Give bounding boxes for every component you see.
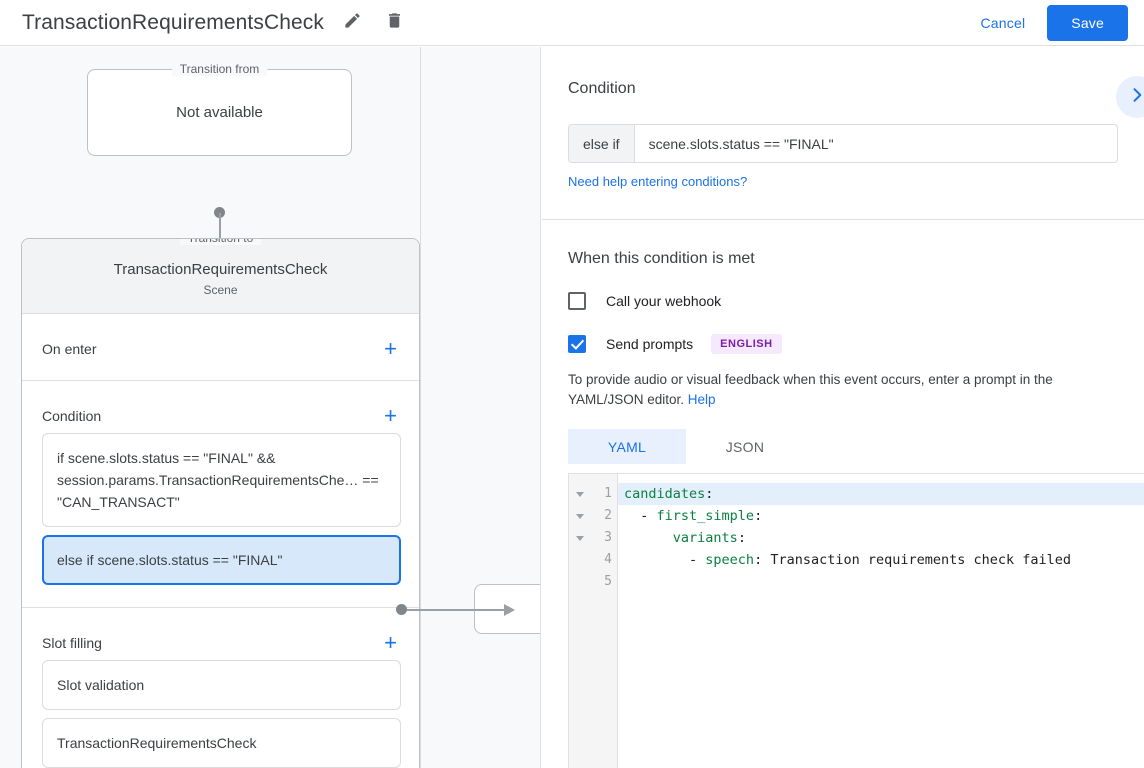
tab-json[interactable]: JSON xyxy=(725,438,765,455)
outgoing-connector-line xyxy=(405,609,510,611)
code-line[interactable]: - speech: Transaction requirements check… xyxy=(624,552,1072,568)
caret-down-icon xyxy=(576,513,584,519)
section-slot-filling: Slot filling + Slot validation Transacti… xyxy=(22,608,419,768)
transition-from-legend: Transition from xyxy=(171,62,268,76)
section-slot-filling-title: Slot filling xyxy=(42,634,102,651)
trash-icon xyxy=(385,11,404,35)
save-button[interactable]: Save xyxy=(1047,4,1128,41)
app-header: TransactionRequirementsCheck Cancel Save xyxy=(0,0,1144,46)
fold-toggle-icon[interactable] xyxy=(569,483,591,505)
connector-dot xyxy=(214,207,225,218)
section-on-enter-title: On enter xyxy=(42,340,97,357)
webhook-checkbox-row[interactable]: Call your webhook xyxy=(568,292,1118,310)
condition-prefix-label: else if xyxy=(569,125,635,162)
details-panel: Condition else if scene.slots.status == … xyxy=(542,47,1144,768)
condition-input-row: else if scene.slots.status == "FINAL" xyxy=(568,124,1118,163)
editor-tabs: YAML JSON xyxy=(568,429,1118,464)
section-condition: Condition + if scene.slots.status == "FI… xyxy=(22,381,419,608)
cancel-button[interactable]: Cancel xyxy=(969,7,1038,39)
page-title: TransactionRequirementsCheck xyxy=(22,10,324,34)
code-value: : Transaction requirements check failed xyxy=(754,552,1072,568)
code-key: candidates xyxy=(624,486,706,502)
code-key: variants xyxy=(672,530,738,546)
transition-to-scene-card: Transition to TransactionRequirementsChe… xyxy=(21,238,420,768)
prompt-help-link[interactable]: Help xyxy=(687,392,716,407)
code-line[interactable]: - first_simple: xyxy=(624,508,763,524)
panel-condition-section: Condition else if scene.slots.status == … xyxy=(542,47,1144,220)
yaml-code-editor[interactable]: 1 2 3 4 5 candidates: - first_simple: varian… xyxy=(568,473,1144,768)
line-number: 5 xyxy=(604,574,612,589)
code-content-area[interactable]: candidates: - first_simple: variants: - … xyxy=(618,474,1144,768)
section-condition-header: Condition + xyxy=(22,381,419,433)
code-value: : xyxy=(705,486,714,502)
expand-panel-button[interactable] xyxy=(1116,76,1144,118)
caret-down-icon xyxy=(576,491,584,497)
line-number: 4 xyxy=(604,552,612,567)
connector-line xyxy=(219,213,221,251)
code-line[interactable]: candidates: xyxy=(618,483,1144,505)
delete-button[interactable] xyxy=(380,9,408,37)
caret-down-icon xyxy=(576,535,584,541)
section-on-enter: On enter + xyxy=(22,314,419,381)
condition-item-selected[interactable]: else if scene.slots.status == "FINAL" xyxy=(42,535,401,585)
flow-canvas[interactable]: Transition from Not available Transition… xyxy=(0,47,541,768)
section-condition-title: Condition xyxy=(42,407,102,424)
slot-filling-item[interactable]: TransactionRequirementsCheck xyxy=(42,718,401,768)
line-number-gutter: 1 2 3 4 5 xyxy=(591,474,618,768)
pencil-icon xyxy=(343,11,362,35)
code-line[interactable] xyxy=(618,571,1144,593)
transition-from-value: Not available xyxy=(176,104,263,121)
panel-when-met-section: When this condition is met Call your web… xyxy=(542,220,1144,464)
code-value: : xyxy=(754,508,763,524)
transition-to-legend: Transition to xyxy=(179,239,262,245)
scene-card-header[interactable]: Transition to TransactionRequirementsChe… xyxy=(22,239,419,314)
section-on-enter-header: On enter + xyxy=(22,314,419,366)
webhook-label: Call your webhook xyxy=(606,293,722,309)
line-number: 1 xyxy=(604,486,612,501)
add-slot-filling-button[interactable]: + xyxy=(384,629,397,655)
fold-gutter xyxy=(569,474,591,768)
send-prompts-label: Send prompts xyxy=(606,336,694,352)
fold-toggle-icon[interactable] xyxy=(569,505,591,527)
prompt-description: To provide audio or visual feedback when… xyxy=(568,370,1118,410)
code-key: first_simple xyxy=(656,508,755,524)
send-prompts-checkbox-row[interactable]: Send prompts ENGLISH xyxy=(568,334,1118,354)
code-value: : xyxy=(737,530,746,546)
panel-condition-heading: Condition xyxy=(568,80,636,97)
fold-toggle-icon[interactable] xyxy=(569,527,591,549)
language-badge: ENGLISH xyxy=(711,334,782,354)
chevron-right-icon xyxy=(1127,85,1144,110)
add-condition-button[interactable]: + xyxy=(384,402,397,428)
code-key: speech xyxy=(705,552,755,568)
scene-subtitle: Scene xyxy=(203,283,238,297)
condition-expression-input[interactable]: scene.slots.status == "FINAL" xyxy=(648,135,834,152)
outgoing-connector-arrowhead xyxy=(504,604,515,616)
prompt-description-text: To provide audio or visual feedback when… xyxy=(568,372,1053,407)
line-number: 3 xyxy=(604,530,612,545)
send-prompts-checkbox[interactable] xyxy=(568,335,586,353)
transition-from-node[interactable]: Transition from Not available xyxy=(87,62,352,156)
edit-name-button[interactable] xyxy=(338,9,366,37)
outgoing-connector-dot xyxy=(396,604,407,615)
slot-filling-item[interactable]: Slot validation xyxy=(42,660,401,710)
section-slot-filling-header: Slot filling + xyxy=(22,608,419,660)
canvas-guide-line xyxy=(420,47,421,768)
fold-spacer xyxy=(569,549,591,571)
tab-yaml[interactable]: YAML xyxy=(568,429,686,464)
scene-name: TransactionRequirementsCheck xyxy=(113,261,328,278)
add-on-enter-button[interactable]: + xyxy=(384,335,397,361)
code-line[interactable]: variants: xyxy=(618,527,1144,549)
fold-spacer xyxy=(569,571,591,593)
condition-help-link[interactable]: Need help entering conditions? xyxy=(568,174,748,189)
line-number: 2 xyxy=(604,508,612,523)
when-met-heading: When this condition is met xyxy=(568,250,755,267)
webhook-checkbox[interactable] xyxy=(568,292,586,310)
condition-item[interactable]: if scene.slots.status == "FINAL" && sess… xyxy=(42,433,401,527)
